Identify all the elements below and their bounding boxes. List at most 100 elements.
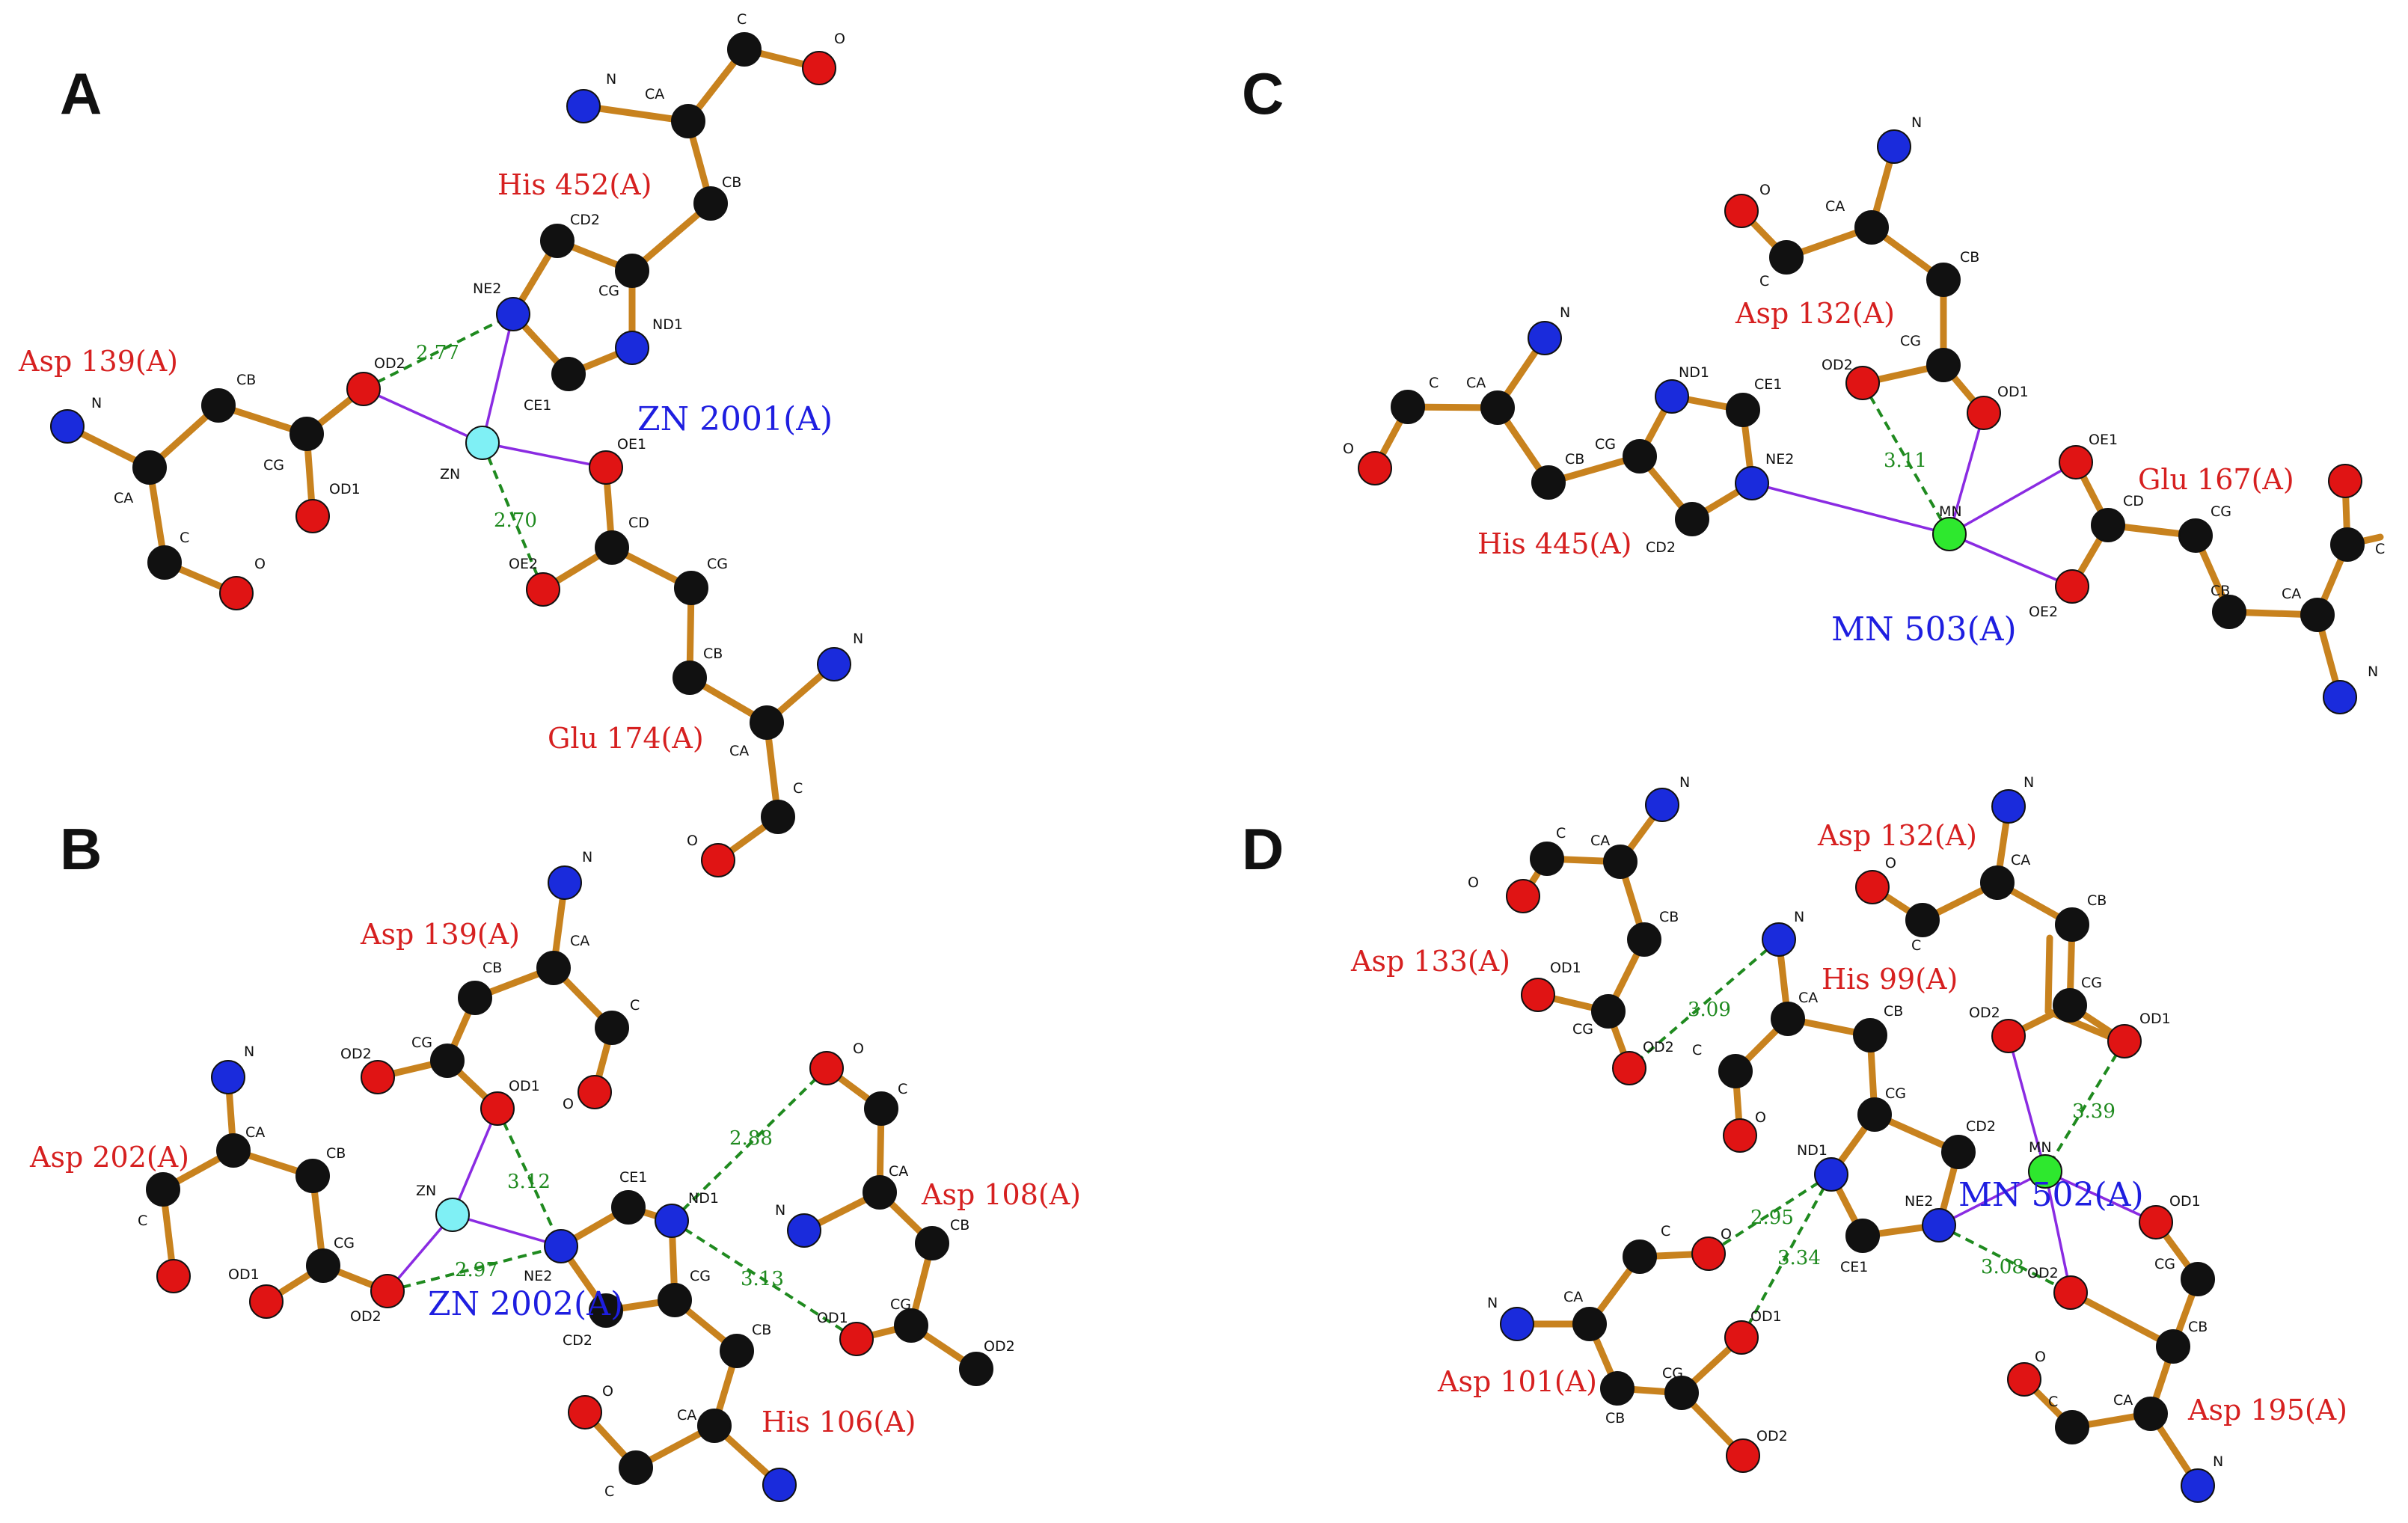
coordination-bond xyxy=(1949,461,2077,536)
atom xyxy=(2323,680,2357,714)
coordination-bond xyxy=(1949,533,2073,588)
atom-label: C xyxy=(630,997,640,1014)
atom-label: CG xyxy=(598,283,619,299)
atom xyxy=(761,800,795,834)
atom-label: CG xyxy=(1662,1365,1683,1382)
atom-label: CE1 xyxy=(619,1169,647,1186)
atom-label: CG xyxy=(1900,333,1921,349)
atom xyxy=(1530,842,1564,876)
residue-label-glu167: Glu 167(A) xyxy=(2138,463,2294,496)
atom-label: OD2 xyxy=(350,1308,382,1325)
atom-label: MN xyxy=(1939,503,1962,520)
atom-label: CB xyxy=(2211,583,2230,599)
atom xyxy=(720,1334,754,1368)
atom-label: CG xyxy=(2154,1256,2175,1272)
atom-label: OD2 xyxy=(1756,1428,1788,1444)
atom-label: N xyxy=(1487,1295,1498,1311)
atom-label: O xyxy=(1343,441,1354,457)
distance-d-5: 3.08 xyxy=(1981,1256,2024,1278)
atom xyxy=(551,357,586,391)
atom-label: C xyxy=(1911,937,1921,954)
atom xyxy=(1391,390,1425,424)
residue-label-his106: His 106(A) xyxy=(762,1406,916,1438)
atom-label: CD2 xyxy=(570,212,600,228)
atom xyxy=(1623,1239,1657,1274)
atom xyxy=(568,1395,602,1429)
atom xyxy=(1723,1118,1757,1153)
atom-label: ND1 xyxy=(652,316,683,333)
atom xyxy=(289,417,324,451)
atom xyxy=(1531,465,1566,500)
atom xyxy=(615,331,649,365)
distance-a-1: 2.77 xyxy=(416,342,459,364)
residue-label-his452: His 452(A) xyxy=(497,168,652,201)
atom xyxy=(249,1284,284,1319)
atom xyxy=(1591,994,1626,1029)
atom xyxy=(959,1352,993,1386)
panel-letter-a: A xyxy=(60,61,102,126)
metal-label-zn2002: ZN 2002(A) xyxy=(428,1285,623,1323)
residue-label-asp101: Asp 101(A) xyxy=(1437,1365,1597,1398)
atom xyxy=(1877,129,1911,164)
atom xyxy=(578,1075,612,1109)
atom-label: CB xyxy=(722,174,741,191)
atom xyxy=(750,705,784,740)
atom-label: CD2 xyxy=(1966,1118,1996,1135)
atom-label: O xyxy=(853,1041,864,1057)
atom xyxy=(540,224,575,258)
atom xyxy=(50,409,85,444)
atom-label: C xyxy=(1661,1223,1670,1239)
atom xyxy=(1855,870,1890,904)
covalent-bond xyxy=(628,200,714,275)
atom-label: C xyxy=(1556,825,1566,842)
atom-label: CB xyxy=(950,1217,969,1234)
atom-label: O xyxy=(687,833,698,849)
atom xyxy=(2053,1275,2088,1310)
coordination-bond xyxy=(1751,482,1950,536)
atom xyxy=(2053,988,2087,1023)
atom xyxy=(1845,1219,1880,1253)
atom-label: CA xyxy=(729,743,749,759)
atom-label: CB xyxy=(1960,249,1979,266)
atom xyxy=(1724,1320,1759,1355)
atom xyxy=(2091,508,2125,542)
atom xyxy=(2055,1410,2089,1444)
atom-label: OD2 xyxy=(1969,1005,2000,1021)
panel-a: A xyxy=(18,11,863,877)
atom-label: CB xyxy=(703,646,723,662)
hydrogen-bond xyxy=(363,313,514,390)
atom xyxy=(802,51,836,85)
atom-label: ZN xyxy=(440,466,460,482)
atom-label: C xyxy=(1429,375,1439,391)
hydrogen-bond xyxy=(481,442,545,590)
atom-label: N xyxy=(91,395,102,411)
atom xyxy=(1500,1307,1534,1341)
atom xyxy=(693,186,728,221)
atom xyxy=(1854,210,1889,245)
atom-label: CA xyxy=(570,933,589,949)
atom xyxy=(1853,1018,1887,1052)
distance-b-4: 3.13 xyxy=(741,1268,784,1290)
atom-label: O xyxy=(1755,1109,1766,1126)
atom xyxy=(2181,1468,2215,1503)
atom-label: NE2 xyxy=(1765,451,1794,468)
atom xyxy=(671,104,705,138)
atom-label: N xyxy=(775,1202,785,1219)
hydrogen-bond xyxy=(1707,1173,1833,1255)
panel-b: B xyxy=(29,816,1081,1502)
atom xyxy=(1905,903,1940,937)
atom xyxy=(1506,879,1540,913)
atom-label: CA xyxy=(677,1407,696,1424)
covalent-bond xyxy=(2067,1289,2177,1350)
atom-label: O xyxy=(1468,874,1479,891)
atom-label: CE1 xyxy=(524,397,551,414)
atom xyxy=(697,1409,732,1443)
panel-d: D xyxy=(1242,774,2347,1503)
hydrogen-bond xyxy=(2044,1040,2126,1173)
coordination-bond xyxy=(2044,1170,2157,1224)
atom-label: N xyxy=(2213,1453,2223,1470)
atom xyxy=(673,661,707,695)
atom xyxy=(915,1226,949,1260)
atom xyxy=(1769,240,1804,275)
